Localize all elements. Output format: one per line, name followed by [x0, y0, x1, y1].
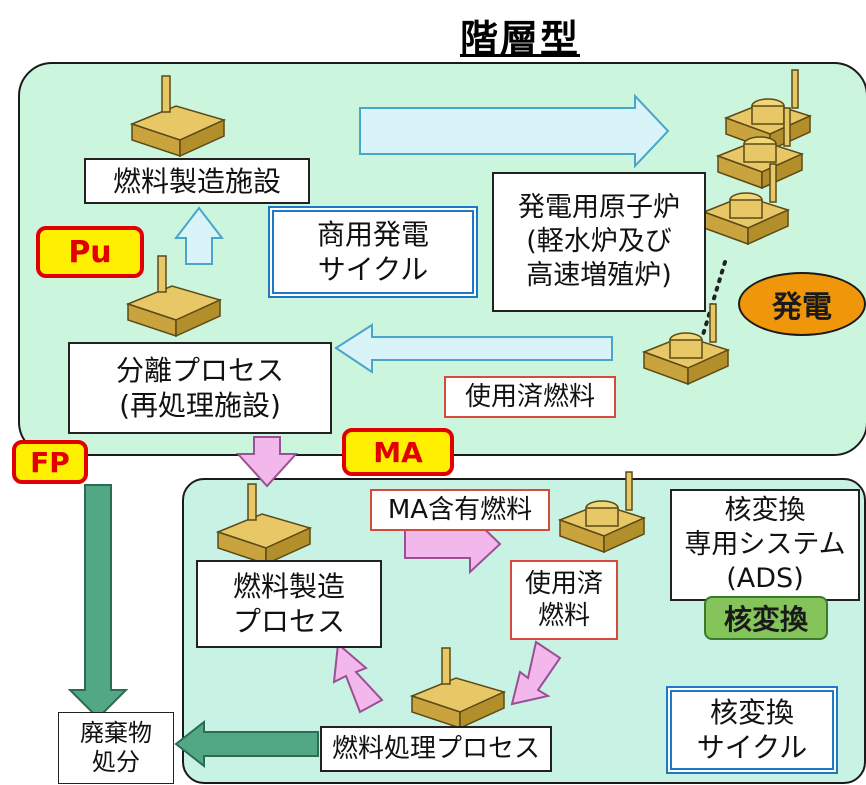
ma-reactor-icon	[559, 471, 645, 553]
waste-line-1: 廃棄物	[80, 719, 152, 748]
arrow-to-reactor	[359, 93, 670, 169]
commercial-cycle-line-1: 商用発電	[316, 218, 429, 251]
commercial-cycle-line-2: サイクル	[317, 253, 429, 286]
ads-line-2: 専用システム	[684, 529, 846, 561]
transmutation-cycle-line-1: 核変換	[709, 696, 794, 729]
fuel-facility-label: 燃料製造施設	[84, 158, 310, 204]
fp-tag: FP	[12, 440, 88, 484]
transmutation-badge: 核変換	[704, 596, 828, 640]
fuel-process-label: 燃料製造 プロセス	[196, 560, 382, 648]
reactor-line-1: 発電用原子炉	[518, 192, 680, 224]
separation-line-2: (再処理施設)	[119, 389, 281, 422]
reactor-label: 発電用原子炉 (軽水炉及び 高速増殖炉)	[492, 172, 706, 312]
waste-disposal-label: 廃棄物 処分	[58, 712, 174, 784]
transmutation-cycle-label: 核変換 サイクル	[666, 686, 838, 774]
fuel-process-icon	[217, 483, 311, 565]
fuel-process-line-2: プロセス	[232, 605, 345, 638]
arrow-treatment-to-process	[332, 642, 384, 714]
dotted-link	[700, 260, 727, 340]
separation-label: 分離プロセス (再処理施設)	[68, 342, 332, 434]
diagram-title: 階層型	[459, 17, 580, 61]
arrow-fp-down	[67, 484, 129, 720]
spent-reactor-icon	[643, 303, 729, 385]
ma-tag: MA	[342, 428, 454, 476]
pu-tag: Pu	[36, 226, 144, 278]
reactor-line-3: 高速増殖炉)	[526, 259, 672, 291]
lower-spent-fuel-line-1: 使用済	[524, 568, 603, 599]
arrow-to-waste	[174, 719, 319, 769]
arrow-spent-fuel-return	[334, 323, 613, 374]
separation-line-1: 分離プロセス	[115, 354, 284, 387]
fuel-process-line-1: 燃料製造	[232, 570, 345, 603]
waste-line-2: 処分	[92, 748, 140, 776]
fuel-treatment-label: 燃料処理プロセス	[320, 726, 552, 772]
arrow-ma-down	[235, 436, 299, 488]
arrow-spent-to-treatment	[510, 640, 562, 706]
treatment-plant-icon	[411, 647, 505, 729]
commercial-cycle-label: 商用発電 サイクル	[268, 206, 478, 298]
ads-line-1: 核変換	[724, 495, 806, 527]
spent-fuel-label: 使用済燃料	[444, 376, 616, 418]
power-oval: 発電	[738, 272, 866, 336]
ma-fuel-label: MA含有燃料	[370, 489, 550, 531]
fuel-facility-icon	[131, 75, 225, 157]
ads-line-3: (ADS)	[726, 562, 804, 594]
lower-spent-fuel-line-2: 燃料	[537, 601, 590, 631]
ads-label: 核変換 専用システム (ADS)	[670, 489, 860, 601]
reactor-line-2: (軽水炉及び	[526, 226, 672, 258]
transmutation-cycle-line-2: サイクル	[696, 731, 808, 764]
lower-spent-fuel-label: 使用済 燃料	[510, 560, 618, 640]
arrow-pu-up	[173, 206, 225, 265]
